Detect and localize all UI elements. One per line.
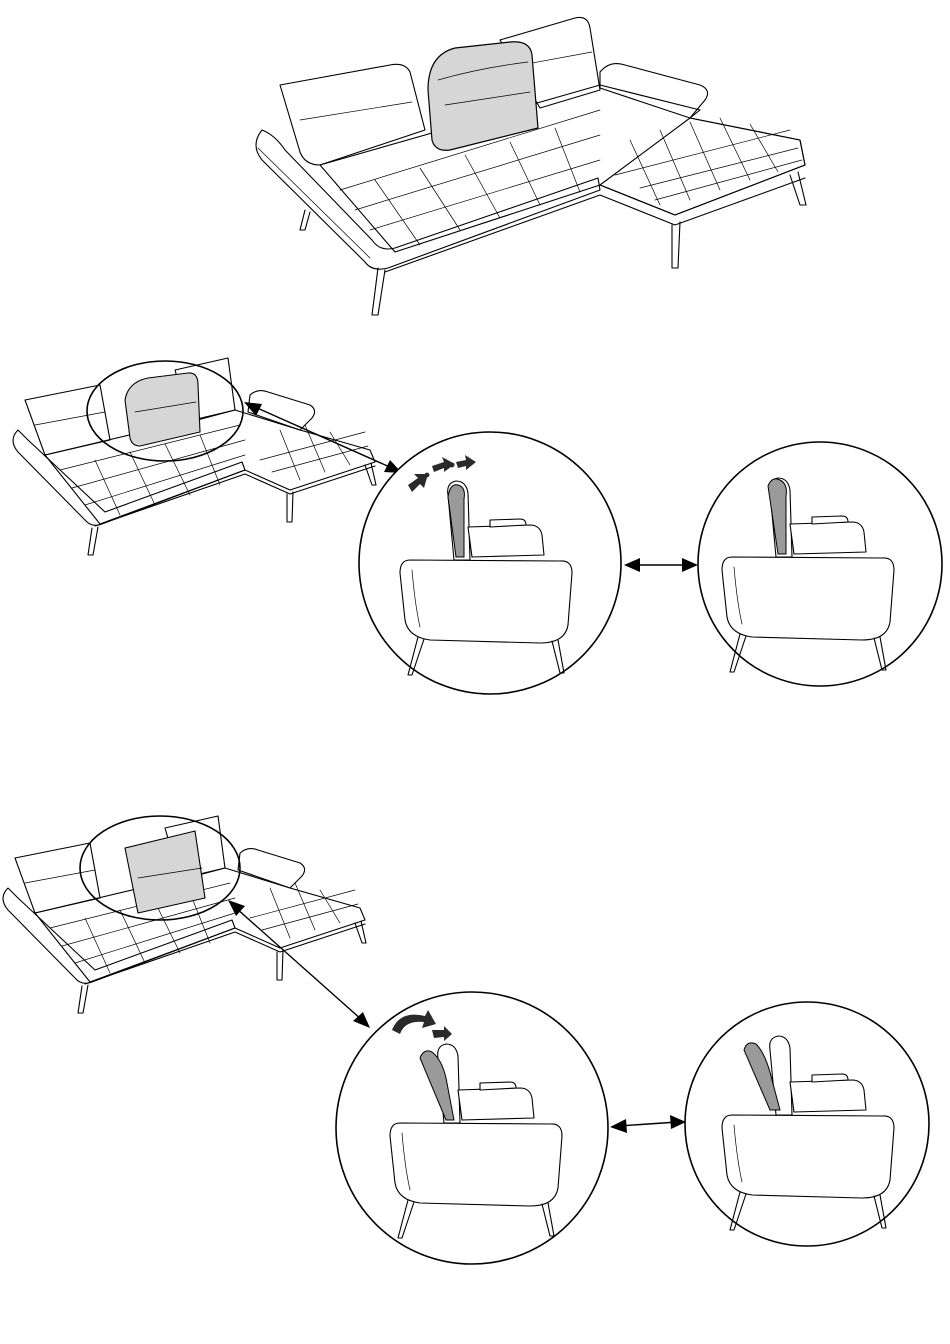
step-slide-cushion <box>125 373 200 446</box>
overview-sofa <box>256 17 806 315</box>
step-tilt-pointer-arrow <box>228 900 370 1028</box>
step-tilt-sofa <box>3 816 366 1013</box>
step-tilt-compare-arrow <box>610 1115 686 1133</box>
step-slide-compare-arrow <box>624 558 698 572</box>
step-tilt-cushion <box>125 831 205 913</box>
step-slide-sofa <box>13 358 376 555</box>
step-slide-pointer-arrow <box>244 402 402 473</box>
